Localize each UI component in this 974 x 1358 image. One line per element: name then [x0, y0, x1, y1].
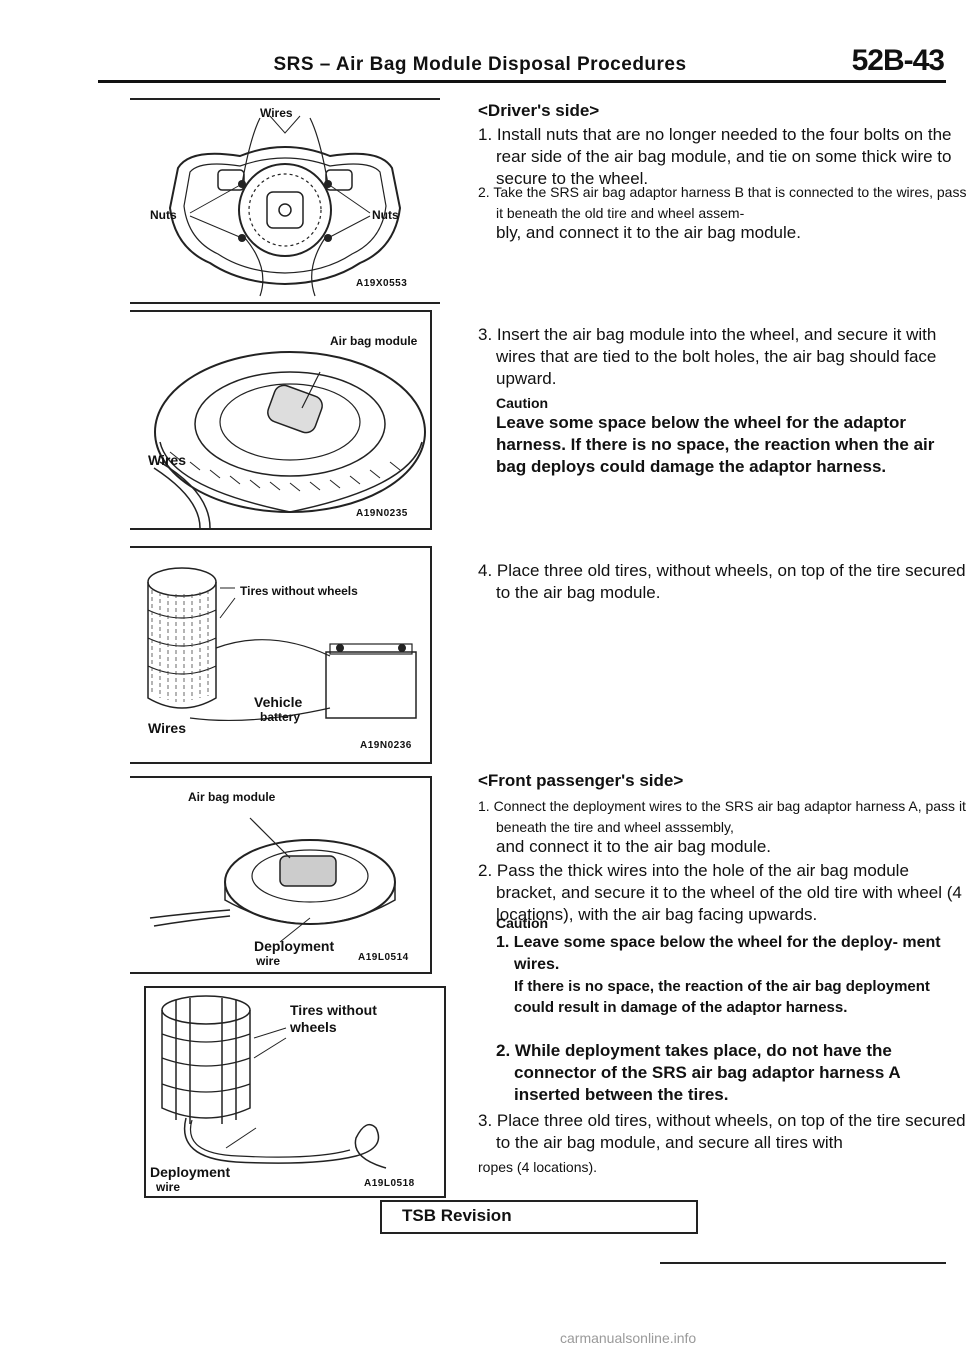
page-title: SRS – Air Bag Module Disposal Procedures — [273, 54, 687, 75]
label-tires-without: Tires without — [290, 1002, 377, 1018]
drivers-step-1: 1. Install nuts that are no longer neede… — [478, 125, 952, 188]
figure-tires-battery: Tires without wheels Vehicle battery Wir… — [130, 546, 432, 764]
tsb-revision-box: TSB Revision — [380, 1200, 698, 1234]
passenger-step-3b: ropes (4 locations). — [478, 1159, 598, 1175]
label-wire: wire — [156, 1180, 181, 1194]
figure-code: A19N0235 — [356, 508, 408, 519]
passenger-caution-1b: If there is no space, the reaction of th… — [514, 978, 930, 1016]
watermark: carmanualsonline.info — [560, 1330, 697, 1346]
page-number: 52B-43 — [851, 44, 945, 77]
tires-ropes-drawing — [161, 995, 387, 1169]
steering-wheel-drawing — [168, 115, 402, 297]
figure-code: A19L0518 — [364, 1178, 415, 1189]
drivers-step-4: 4. Place three old tires, without wheels… — [478, 561, 966, 602]
tire-module-drawing — [153, 351, 426, 529]
header-rule — [98, 80, 946, 83]
label-air-bag-module: Air bag module — [330, 334, 418, 348]
label-wires: Wires — [148, 720, 187, 736]
tires-battery-drawing — [147, 567, 417, 722]
drivers-step-2b: bly, and connect it to the air bag modul… — [496, 223, 801, 242]
figure-code: A19N0236 — [360, 740, 412, 751]
figure-top-rule — [130, 98, 440, 100]
figure-code: A19X0553 — [356, 278, 408, 289]
figure-passenger-module: Air bag module Deployment wire A19L0514 — [130, 776, 432, 974]
passenger-caution-1a: 1. Leave some space below the wheel for … — [496, 934, 941, 973]
figure-module-in-wheel: Air bag module Wires A19N0235 — [130, 310, 432, 530]
label-wires-top: Wires — [260, 106, 293, 120]
label-deployment: Deployment — [150, 1164, 231, 1180]
passenger-step-1a: 1. Connect the deployment wires to the S… — [478, 798, 966, 835]
passenger-module-drawing — [149, 817, 396, 943]
figure-code: A19L0514 — [358, 952, 409, 963]
footer-rule — [660, 1262, 946, 1264]
drivers-caution-text: Leave some space below the wheel for the… — [496, 413, 935, 476]
passenger-caution-label: Caution — [496, 915, 549, 931]
instruction-column: <Driver's side> 1. Install nuts that are… — [466, 0, 966, 1200]
label-vehicle: Vehicle — [254, 694, 303, 710]
passenger-side-heading: <Front passenger's side> — [478, 771, 684, 790]
label-wires: Wires — [148, 452, 187, 468]
label-wheels: wheels — [290, 1019, 337, 1035]
passenger-step-2: 2. Pass the thick wires into the hole of… — [478, 861, 962, 924]
label-battery: battery — [260, 710, 301, 724]
drivers-step-3: 3. Insert the air bag module into the wh… — [478, 325, 937, 388]
tsb-revision-label: TSB Revision — [402, 1206, 512, 1225]
label-air-bag-module: Air bag module — [188, 790, 276, 804]
label-wire: wire — [256, 954, 281, 968]
label-nuts-right: Nuts — [372, 208, 399, 222]
label-nuts-left: Nuts — [150, 208, 177, 222]
passenger-caution-2: 2. While deployment takes place, do not … — [496, 1041, 901, 1104]
figure-steering-wheel: Wires Nuts Nuts A19X0553 — [130, 98, 440, 304]
passenger-step-1b: and connect it to the air bag module. — [496, 837, 772, 856]
drivers-caution-label: Caution — [496, 395, 549, 411]
figure-tires-ropes: Tires without wheels Deployment wire A19… — [144, 986, 446, 1198]
passenger-step-3a: 3. Place three old tires, without wheels… — [478, 1111, 966, 1152]
drivers-side-heading: <Driver's side> — [478, 101, 600, 120]
drivers-step-2a: 2. Take the SRS air bag adaptor harness … — [478, 184, 967, 221]
label-deployment: Deployment — [254, 938, 335, 954]
label-tires-without-wheels: Tires without wheels — [240, 584, 358, 598]
